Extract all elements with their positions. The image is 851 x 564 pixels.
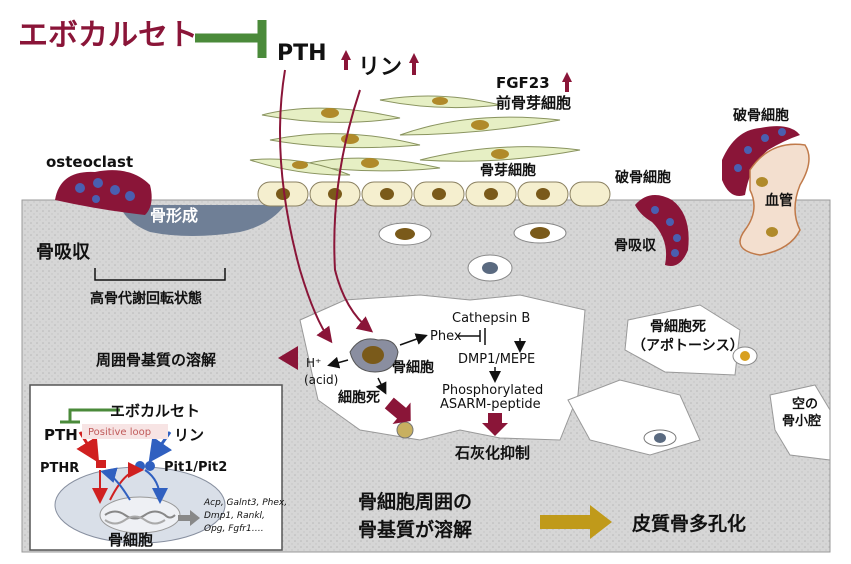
inset-genes-2: Dmp1, Rankl,	[204, 511, 265, 521]
apoptosis-label-2: （アポトーシス）	[632, 337, 744, 354]
up-arrows	[341, 50, 572, 92]
bottom-label-2: 骨基質が溶解	[358, 518, 472, 541]
phosphate-arrow	[333, 89, 374, 333]
empty-lacuna-2	[769, 384, 831, 461]
osteocyte-label: 骨細胞	[392, 359, 434, 376]
osteoclast-right-label: 破骨細胞	[615, 169, 671, 186]
inset-nucleus	[99, 496, 181, 534]
inset-genes-3: Opg, Fgfr1….	[204, 524, 264, 534]
mineral-inhibition-label: 石灰化抑制	[454, 444, 530, 462]
asarm-label-2: ASARM-peptide	[440, 397, 541, 412]
osteoclast-right	[635, 195, 689, 266]
inset-genes-1: Acp, Galnt3, Phex,	[203, 498, 287, 508]
pthr-receptor	[96, 460, 106, 468]
inset-cell-label: 骨細胞	[108, 531, 153, 549]
empty-lacuna-label-1: 空の	[792, 396, 818, 412]
pth-label: PTH	[277, 41, 327, 66]
h-acid-label-1: H⁺	[306, 356, 321, 370]
phosphate-label: リン	[358, 55, 402, 80]
result-arrow	[540, 505, 612, 539]
phex-label: Phex	[430, 329, 462, 344]
osteoclast-left	[55, 170, 152, 215]
blood-vessel-label: 血管	[765, 192, 793, 209]
bone-formation-label: 骨形成	[150, 206, 198, 225]
h-acid-label-2: (acid)	[304, 373, 338, 387]
drug-label: エボカルセト	[18, 18, 198, 53]
matrix-dissolution-label: 周囲骨基質の溶解	[96, 351, 216, 369]
fgf23-label: FGF23	[496, 74, 550, 92]
dead-osteocyte	[396, 421, 414, 439]
bone-resorption-left-label: 骨吸収	[36, 242, 91, 263]
osteocyte-lacuna	[299, 294, 586, 441]
osteocyte-central	[349, 338, 399, 373]
osteocytes	[378, 222, 758, 376]
inset-drug-label: エボカルセト	[110, 402, 200, 420]
pit-receptor-2	[145, 461, 155, 471]
cathepsin-label: Cathepsin B	[452, 311, 530, 326]
osteoblast-layer	[257, 181, 611, 207]
cell-death-arrow	[384, 397, 411, 425]
inset-positive-loop-label: Positive loop	[88, 427, 151, 438]
high-turnover-bracket	[94, 268, 226, 281]
osteoid	[120, 205, 285, 236]
bone-resorption-right-label: 骨吸収	[614, 237, 657, 254]
dissolution-arrow	[278, 346, 298, 370]
osteoclast-top-right	[722, 126, 800, 196]
inset-gene-arrow	[178, 510, 200, 526]
inset-pthr-label: PTHR	[40, 461, 79, 476]
dmp1-label: DMP1/MEPE	[458, 352, 535, 367]
high-turnover-label: 高骨代謝回転状態	[90, 290, 202, 307]
pth-arrow	[279, 69, 333, 344]
osteoblast-label: 骨芽細胞	[480, 162, 536, 179]
result-label: 皮質骨多孔化	[632, 512, 746, 535]
blood-vessel	[739, 143, 810, 256]
empty-lacuna-label-2: 骨小腔	[782, 413, 821, 429]
mineral-arrow	[482, 413, 508, 436]
preosteoblast-label: 前骨芽細胞	[496, 94, 571, 112]
inset-pth-label: PTH	[44, 426, 78, 444]
bottom-label-1: 骨細胞周囲の	[358, 490, 472, 513]
asarm-label-1: Phosphorylated	[442, 383, 543, 398]
apoptosis-label-1: 骨細胞死	[650, 318, 706, 335]
inset-phosphate-label: リン	[174, 426, 204, 444]
osteoclast-top-label: 破骨細胞	[733, 107, 789, 124]
inset-pit-label: Pit1/Pit2	[164, 460, 227, 475]
cell-death-label: 細胞死	[338, 389, 380, 406]
osteoclast-en-label: osteoclast	[46, 153, 133, 171]
